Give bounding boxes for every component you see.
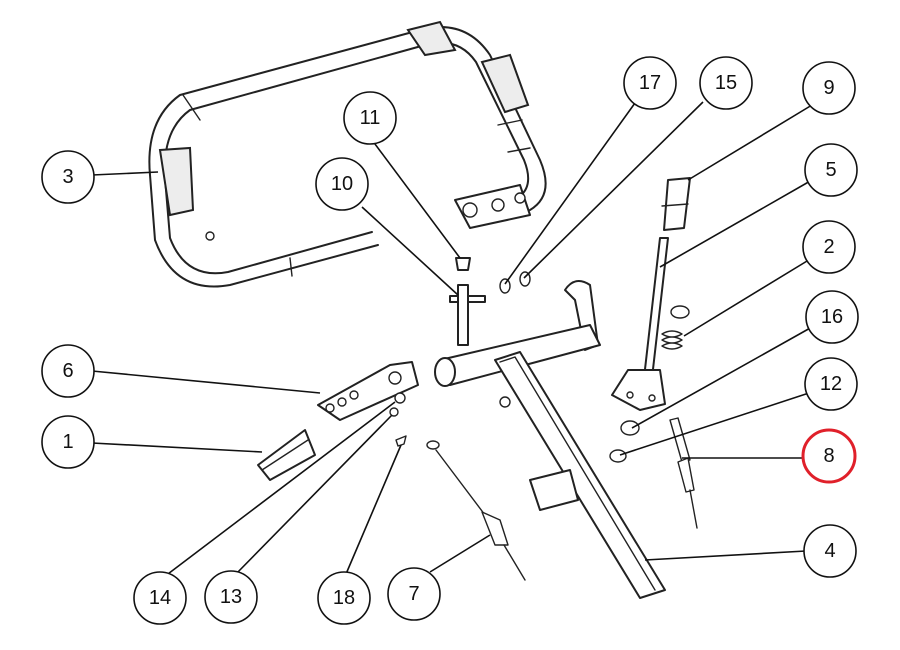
callout-13: 13 [204,570,258,624]
part-6-bracket [317,361,419,421]
callout-10-label: 10 [331,173,353,195]
part-bracket-upper [454,119,531,229]
part-17-washer [499,278,511,294]
callout-3-label: 3 [62,166,73,188]
callout-3: 3 [41,150,95,204]
part-11-cap [455,257,471,271]
part-3-handlebar [148,20,547,288]
callout-12-label: 12 [820,373,842,395]
callout-15-label: 15 [715,72,737,94]
callout-1: 1 [41,415,95,469]
callout-18: 18 [317,571,371,625]
callout-1-label: 1 [62,431,73,453]
part-4-main-frame [434,280,666,599]
part-10-tbolt [449,284,486,346]
callout-12: 12 [804,357,858,411]
leader-lines [91,101,813,581]
part-13-washer [389,407,399,417]
callout-4: 4 [803,524,857,578]
part-14-nut [394,392,406,404]
callout-17: 17 [623,56,677,110]
callout-8-highlighted: 8 [801,428,857,484]
part-8-cable-end [669,417,698,529]
part-16-washer [620,420,640,436]
callout-4-label: 4 [824,540,835,562]
callout-6: 6 [41,344,95,398]
callout-16: 16 [805,290,859,344]
part-12-washer [609,449,627,463]
callout-13-label: 13 [220,586,242,608]
part-18-pin [395,435,407,447]
callout-15: 15 [699,56,753,110]
callout-8-label: 8 [823,445,834,467]
callout-11: 11 [343,91,397,145]
callout-6-label: 6 [62,360,73,382]
callout-7-label: 7 [408,583,419,605]
callout-10: 10 [315,157,369,211]
callout-2: 2 [802,220,856,274]
callout-17-label: 17 [639,72,661,94]
callout-5-label: 5 [825,159,836,181]
callout-14: 14 [133,571,187,625]
part-7-cable [426,440,526,581]
callout-11-label: 11 [360,107,381,129]
part-5-lever [611,237,669,411]
callout-14-label: 14 [149,587,171,609]
callout-18-label: 18 [333,587,355,609]
callout-5: 5 [804,143,858,197]
callout-7: 7 [387,567,441,621]
part-9-knob [661,177,691,231]
callout-9-label: 9 [823,77,834,99]
callout-16-label: 16 [821,306,843,328]
handle-grip-left [158,146,195,217]
part-2-spring [661,305,690,350]
callout-2-label: 2 [823,236,834,258]
callout-9: 9 [802,61,856,115]
part-1-foot-pad [257,429,316,481]
